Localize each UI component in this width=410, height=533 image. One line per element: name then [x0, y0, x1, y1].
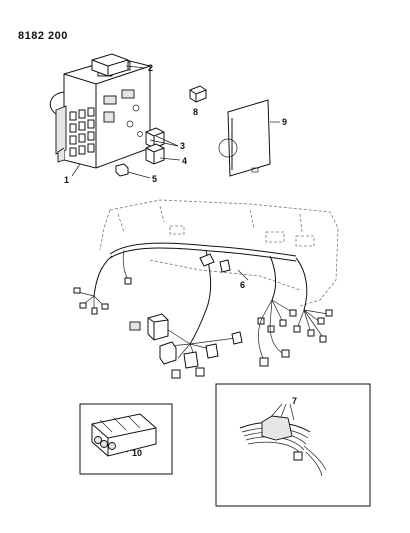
callout-7: 7 [292, 396, 297, 406]
instrument-panel-outline [99, 199, 339, 307]
retainer-clip [189, 85, 207, 103]
wiring-harness [73, 242, 333, 379]
callout-10: 10 [132, 448, 142, 458]
flasher-module [91, 53, 129, 77]
page-code: 8182 200 [18, 30, 68, 42]
relay-upper [145, 127, 165, 149]
inset-grommet: 7 [215, 383, 371, 507]
small-connector [115, 163, 129, 177]
callout-8: 8 [193, 107, 198, 117]
fuse-grid [69, 107, 95, 157]
callout-3: 3 [180, 141, 185, 151]
relay-lower [145, 143, 165, 165]
callout-5: 5 [152, 174, 157, 184]
callout-6: 6 [240, 280, 245, 290]
inset-connector: 10 [79, 403, 173, 475]
callout-2: 2 [148, 63, 153, 73]
callout-4: 4 [182, 156, 187, 166]
cover-panel [218, 99, 271, 177]
junction-block [49, 57, 151, 169]
callout-9: 9 [282, 117, 287, 127]
callout-1: 1 [64, 175, 69, 185]
